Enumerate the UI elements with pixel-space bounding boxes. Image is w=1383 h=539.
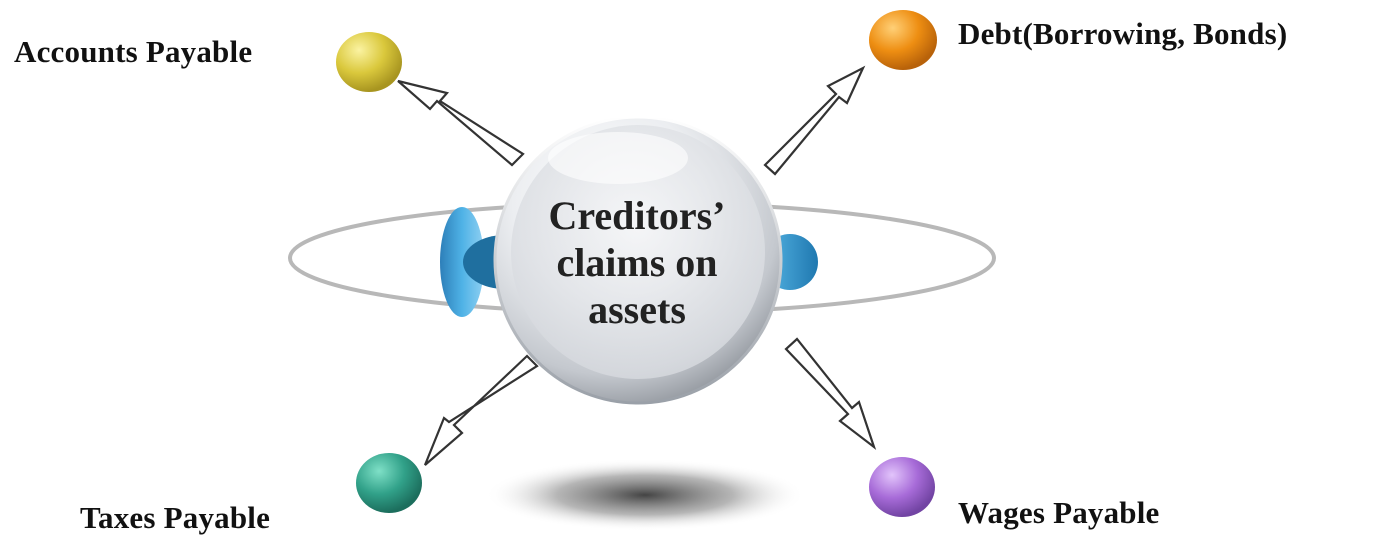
left-blue-disc (440, 207, 484, 317)
wages-payable-label: Wages Payable (958, 495, 1160, 530)
accounts-payable-label: Accounts Payable (14, 34, 253, 69)
center-title-line-3: assets (588, 287, 686, 332)
debt-ball (869, 10, 937, 70)
wages-payable-ball (869, 457, 935, 517)
arrow-debt (763, 65, 866, 176)
accounts-payable-ball (336, 32, 402, 92)
center-sphere-inner (511, 125, 765, 379)
debt-label: Debt(Borrowing, Bonds) (958, 16, 1288, 51)
taxes-payable-label: Taxes Payable (80, 500, 271, 535)
arrow-accounts-payable (397, 79, 525, 167)
center-title: Creditors’ claims on assets (519, 192, 755, 333)
center-title-line-1: Creditors’ (548, 193, 726, 238)
arrow-wages-payable (784, 337, 877, 451)
arrow-taxes-payable (423, 354, 539, 466)
ground-shadow (485, 459, 805, 531)
taxes-payable-ball (356, 453, 422, 513)
sphere-highlight (548, 132, 688, 184)
center-title-line-2: claims on (556, 240, 718, 285)
